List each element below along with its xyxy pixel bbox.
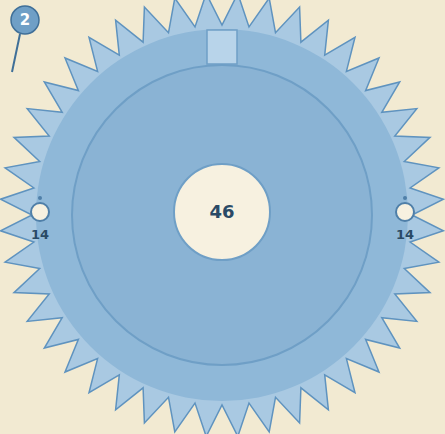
leader-line bbox=[12, 34, 20, 72]
hole-diameter: 14 bbox=[31, 228, 49, 241]
callout-number: 2 bbox=[20, 13, 30, 28]
gear-body bbox=[36, 29, 408, 401]
key-slot bbox=[207, 30, 237, 64]
small-hole bbox=[31, 203, 49, 221]
gear-hub-ring bbox=[72, 65, 372, 365]
small-hole bbox=[396, 203, 414, 221]
callout-circle bbox=[11, 6, 39, 34]
hole-dot bbox=[403, 196, 407, 200]
hole-diameter: 14 bbox=[396, 228, 414, 241]
hole-diameter: 46 bbox=[209, 203, 234, 221]
center-hole bbox=[174, 164, 270, 260]
hole-dot bbox=[38, 196, 42, 200]
